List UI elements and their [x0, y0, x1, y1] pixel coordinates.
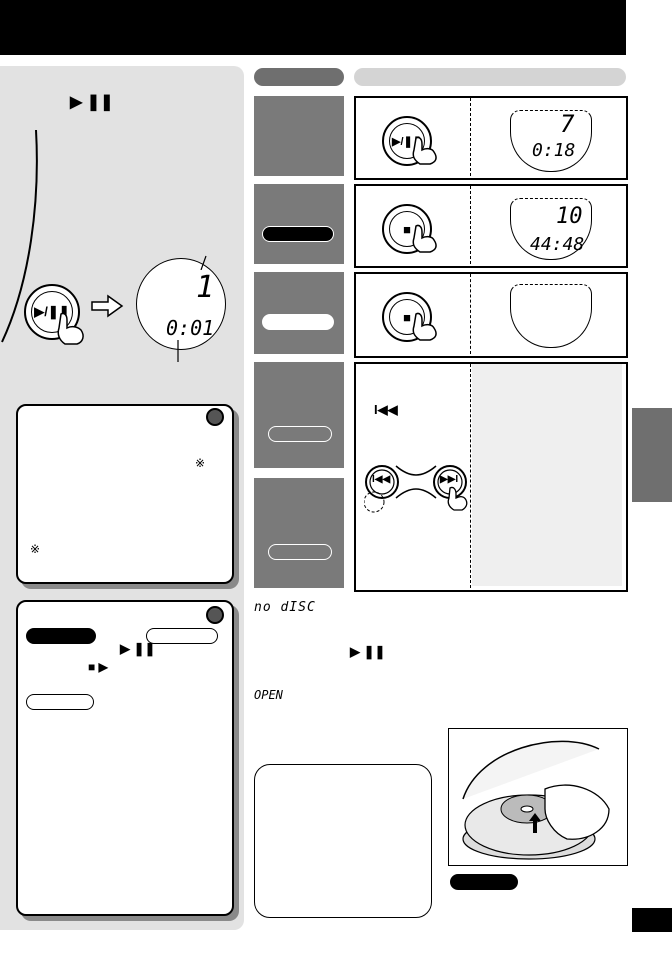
- arrow-right-icon: [91, 294, 124, 318]
- display-track-number: 1: [196, 270, 215, 305]
- step-block-2: [254, 184, 344, 264]
- shaded-area: [472, 364, 622, 586]
- step-label-pill: [262, 226, 334, 242]
- knob-icon: [206, 408, 224, 426]
- disc-player-illustration: [448, 728, 628, 866]
- divider: [470, 186, 471, 264]
- display-time: 0:01: [166, 316, 215, 340]
- hand-pointer-icon: [412, 312, 437, 341]
- play-pause-symbol: ▶ ❚❚: [350, 644, 386, 659]
- step-block-4: [254, 362, 344, 468]
- page-header-bar: [0, 0, 626, 55]
- lcd-display-blank: [510, 284, 592, 348]
- step-label-pill: [268, 544, 332, 560]
- decorative-curve: [1, 129, 38, 343]
- column-header-left: [254, 68, 344, 86]
- label-pill-white: [26, 694, 94, 710]
- play-pause-button-icon: ▶/❚❚: [382, 116, 432, 166]
- note-box-2: [254, 764, 432, 918]
- label-pill-black: [450, 874, 518, 890]
- open-message: OPEN: [254, 688, 283, 702]
- divider: [470, 274, 471, 354]
- divider: [470, 98, 471, 176]
- step-label-pill: [262, 314, 334, 330]
- note-box: [16, 404, 234, 584]
- step-label-pill: [268, 426, 332, 442]
- display-track-number: 10: [556, 204, 583, 229]
- label-pill-black: [26, 628, 96, 644]
- pointer-line: [177, 340, 179, 362]
- display-time: 44:48: [530, 234, 585, 255]
- hand-pointer-icon: [447, 486, 468, 511]
- pointer-line: [200, 255, 207, 270]
- divider: [470, 364, 471, 588]
- lcd-display-example: [136, 258, 226, 350]
- hand-pointer-icon: [412, 136, 437, 165]
- stop-button-icon: ■: [382, 204, 432, 254]
- knob-icon: [206, 606, 224, 624]
- skip-buttons-illustration: [364, 465, 467, 513]
- skip-back-symbol: I◀◀: [374, 402, 398, 417]
- display-track-number: 7: [560, 110, 575, 138]
- step-block-5: [254, 478, 344, 588]
- page-number-tab: [632, 908, 672, 932]
- tip-box: [16, 600, 234, 916]
- play-pause-symbol: ▶ ❚❚: [120, 641, 156, 656]
- label-pill-white: [146, 628, 218, 644]
- step-block-3: [254, 272, 344, 354]
- lcd-display: [510, 198, 592, 260]
- stop-button-icon: ■: [382, 292, 432, 342]
- hand-pointer-icon: [412, 224, 437, 253]
- lcd-display: [510, 110, 592, 172]
- display-time: 0:18: [532, 140, 576, 161]
- step-block-1: [254, 96, 344, 176]
- play-pause-symbol: ▶ ❚❚: [70, 94, 114, 111]
- section-tab: [632, 408, 672, 502]
- column-header-right: [354, 68, 626, 86]
- hand-pointer-icon: [57, 312, 84, 345]
- skip-forward-button-icon: ▶▶I: [440, 474, 459, 485]
- note-asterisk: ※: [30, 542, 41, 556]
- note-asterisk: ※: [195, 456, 206, 470]
- no-disc-message: no dISC: [254, 600, 316, 615]
- stop-play-symbol: ■ ▶: [88, 660, 108, 674]
- skip-back-button-icon: I◀◀: [372, 474, 391, 485]
